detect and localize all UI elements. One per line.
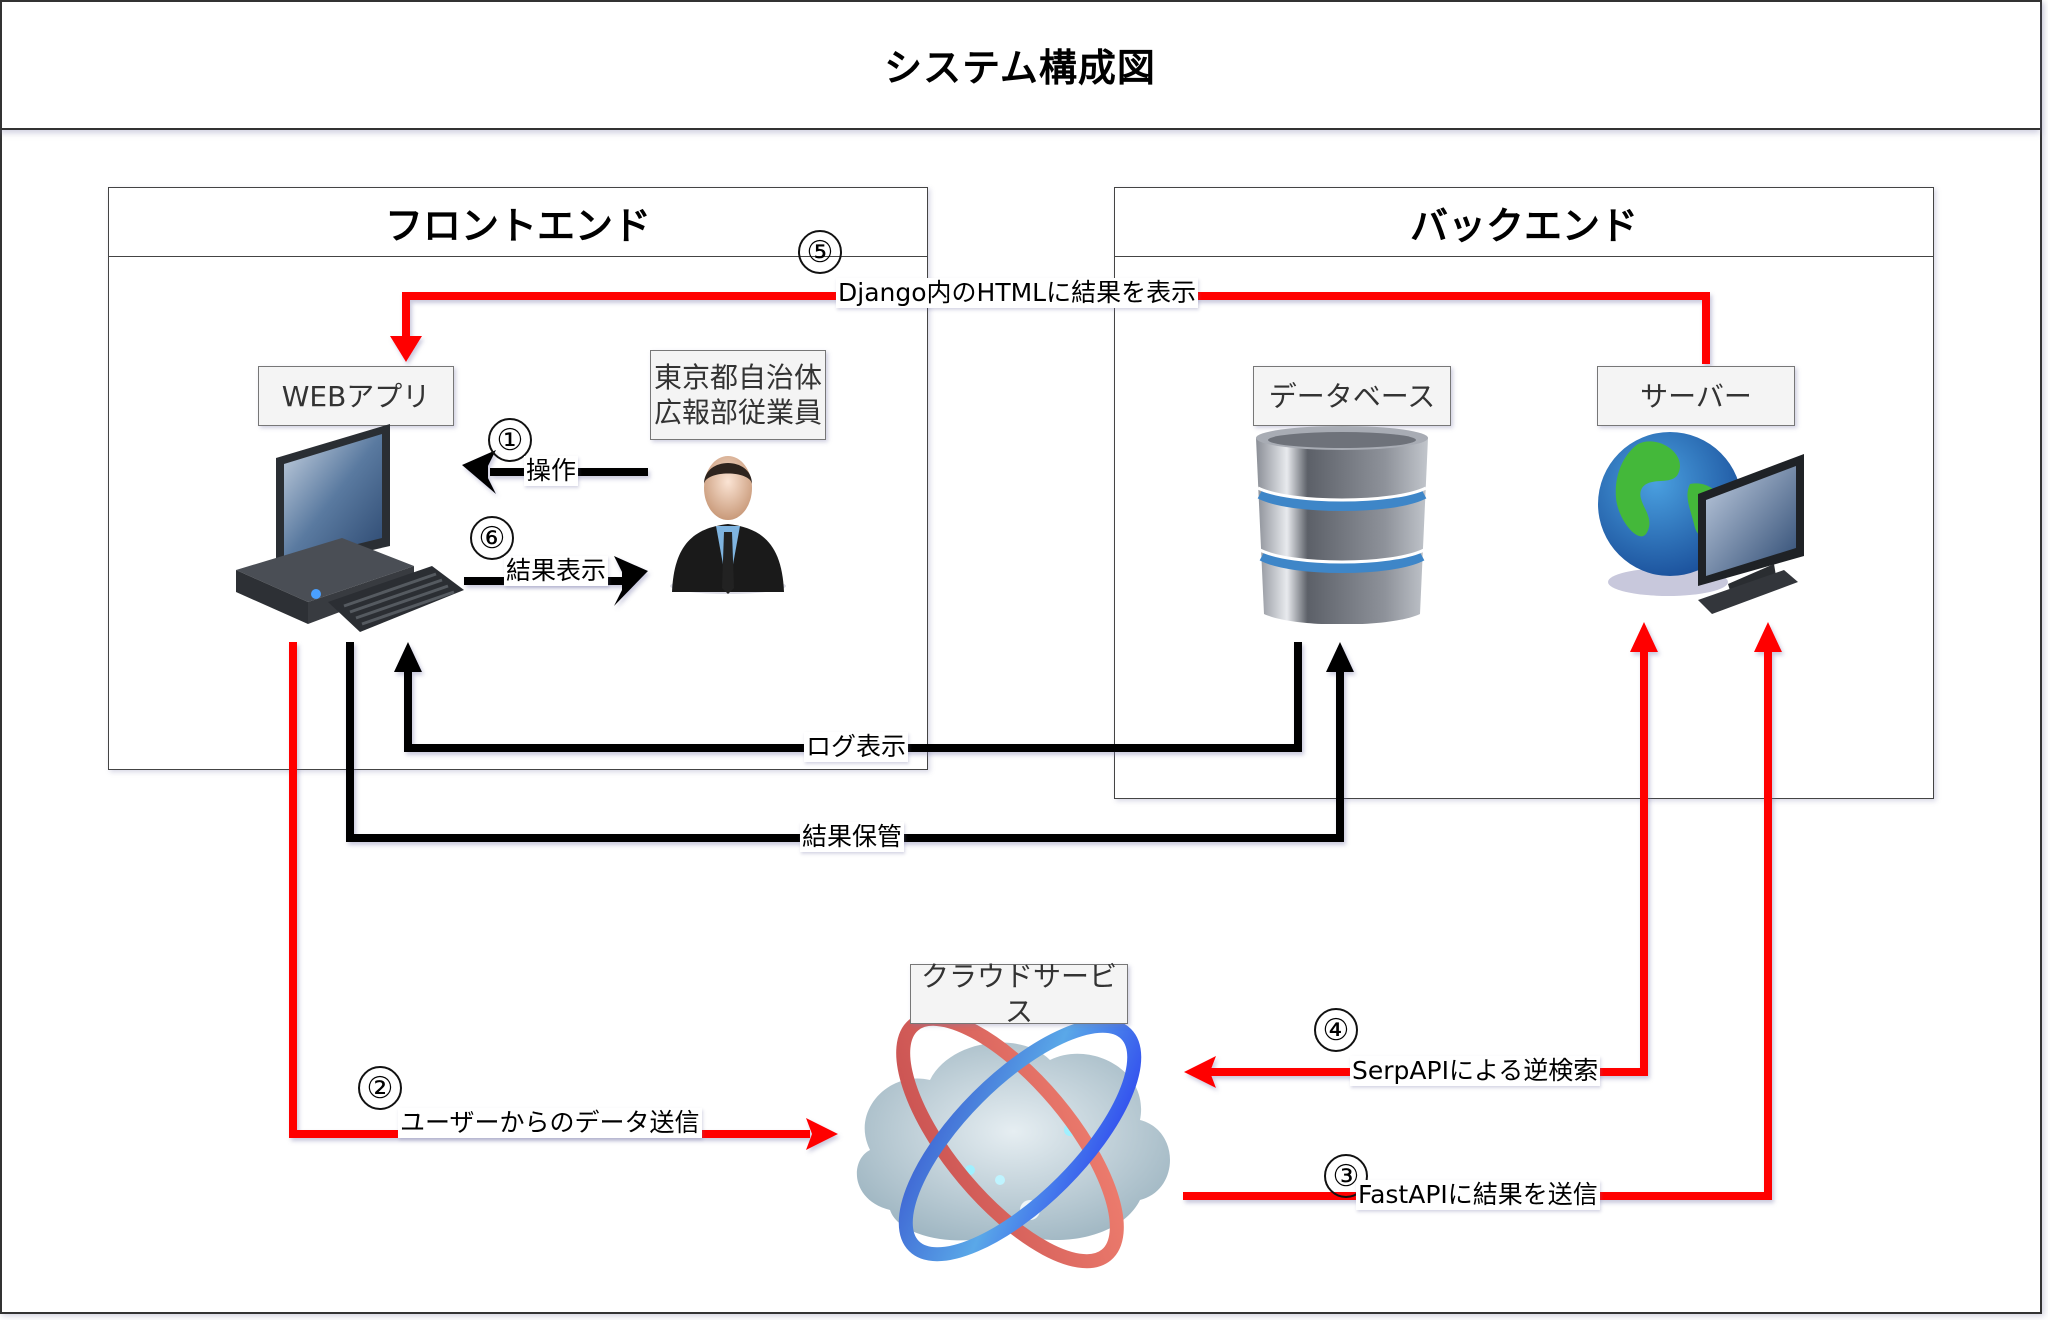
web-app-label: WEBアプリ	[258, 366, 454, 426]
edge-django-label: Django内のHTMLに結果を表示	[836, 278, 1199, 308]
edge-store-label: 結果保管	[800, 822, 905, 852]
edge-operate-label: 操作	[524, 456, 579, 486]
step-6-marker: ⑥	[470, 516, 514, 560]
database-icon	[1256, 426, 1428, 624]
backend-group: バックエンド	[1114, 187, 1934, 799]
desktop-computer-icon	[236, 424, 464, 632]
edge-send-data-arrowhead	[806, 1118, 838, 1150]
frontend-group: フロントエンド	[108, 187, 928, 770]
edge-fastapi-line	[1183, 650, 1772, 1200]
edge-serpapi-arrowhead	[1184, 1056, 1216, 1088]
database-label: データベース	[1253, 366, 1451, 426]
diagram-title: システム構成図	[884, 45, 1156, 90]
businessman-icon	[670, 456, 786, 594]
step-1-marker: ①	[488, 418, 532, 462]
edge-fastapi-arrowhead	[1754, 622, 1782, 652]
edge-serpapi-line	[1210, 650, 1648, 1076]
employee-label: 東京都自治体 広報部従業員	[650, 350, 826, 440]
cloud-label: クラウドサービス	[910, 960, 1128, 1028]
step-5-marker: ⑤	[798, 230, 842, 274]
server-label: サーバー	[1597, 366, 1795, 426]
cloud-service-icon	[856, 1011, 1170, 1269]
edge-show-result-label: 結果表示	[504, 556, 609, 586]
step-4-marker: ④	[1314, 1008, 1358, 1052]
edge-serpapi-arrowhead-up	[1630, 622, 1658, 652]
edge-serpapi-label: SerpAPIによる逆検索	[1350, 1056, 1601, 1086]
edge-send-data-label: ユーザーからのデータ送信	[398, 1108, 702, 1138]
step-2-marker: ②	[358, 1066, 402, 1110]
title-band: システム構成図	[0, 0, 2040, 130]
edge-store-arrowhead	[1326, 642, 1354, 672]
frontend-header: フロントエンド	[109, 188, 927, 257]
edge-log-label: ログ表示	[804, 732, 909, 762]
edge-show-result-arrowhead	[614, 556, 648, 606]
edge-operate-arrowhead	[462, 450, 496, 494]
edge-send-data-line	[289, 642, 810, 1138]
edge-django-arrowhead	[390, 336, 422, 362]
globe-server-icon	[1598, 432, 1804, 614]
step-3-marker: ③	[1324, 1154, 1368, 1198]
edge-log-arrowhead	[394, 642, 422, 672]
edge-fastapi-label: FastAPIに結果を送信	[1356, 1180, 1600, 1210]
backend-header: バックエンド	[1115, 188, 1933, 257]
